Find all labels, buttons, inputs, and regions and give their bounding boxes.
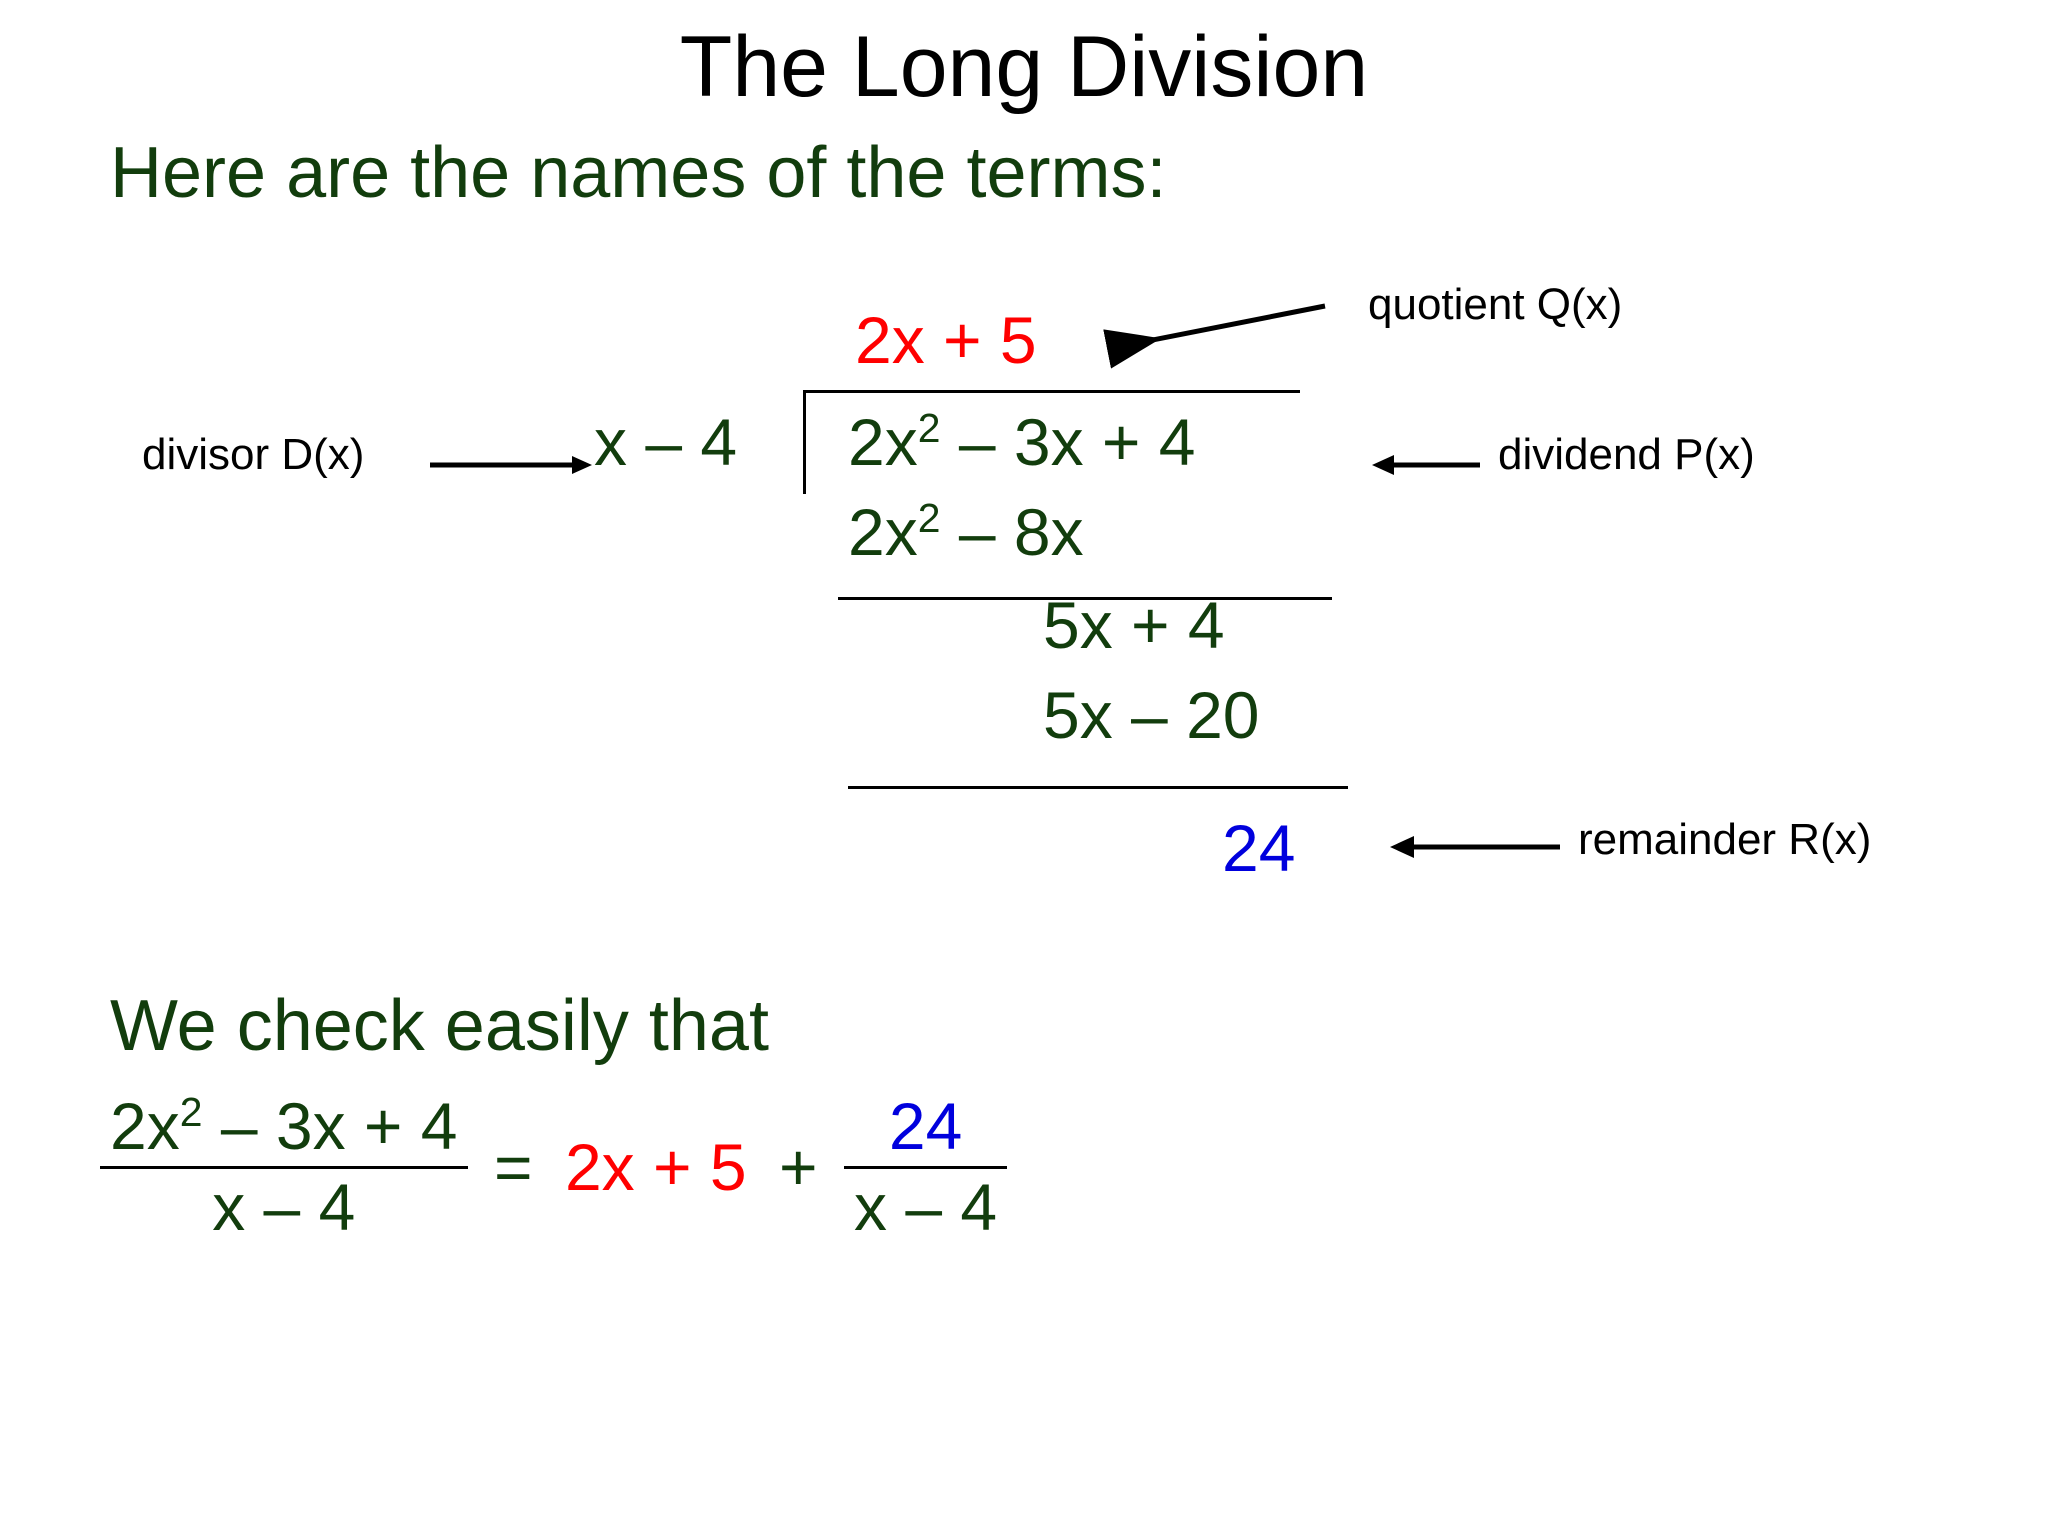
- division-bracket-vertical-line: [803, 390, 806, 494]
- subtraction-step-1-exponent: 2: [917, 495, 941, 541]
- equals-sign: =: [493, 1130, 533, 1205]
- partial-remainder-2: 5x – 20: [1043, 678, 1260, 752]
- lhs-numerator-exponent: 2: [179, 1089, 203, 1135]
- quotient-expression: 2x + 5: [855, 303, 1037, 377]
- divisor-annotation-label: divisor D(x): [142, 430, 365, 479]
- identity-quotient-term: 2x + 5: [564, 1130, 747, 1205]
- lhs-fraction-bar: [100, 1165, 468, 1169]
- subtraction-step-1: 2x2 – 8x: [848, 494, 1084, 570]
- division-rule-line-bottom: [848, 786, 1348, 789]
- dividend-annotation-label: dividend P(x): [1498, 430, 1755, 479]
- subtitle-text: Here are the names of the terms:: [110, 133, 1167, 213]
- remainder-annotation-label: remainder R(x): [1578, 815, 1872, 864]
- divisor-expression: x – 4: [594, 405, 738, 479]
- partial-remainder-1: 5x + 4: [1043, 588, 1225, 662]
- rhs-denominator: x – 4: [854, 1169, 998, 1244]
- verification-identity: 2x2 – 3x + 4 x – 4 = 2x + 5 + 24 x – 4: [100, 1089, 1008, 1245]
- rhs-fraction: 24 x – 4: [844, 1089, 1008, 1245]
- dividend-arrow-icon: [1372, 455, 1480, 475]
- lhs-numerator-remaining-terms: – 3x + 4: [202, 1089, 458, 1163]
- quotient-arrow-icon: [1103, 303, 1326, 369]
- rhs-numerator: 24: [888, 1089, 963, 1163]
- page-title: The Long Division: [679, 19, 1369, 115]
- lhs-numerator-coefficient: 2x: [110, 1089, 180, 1163]
- lhs-fraction: 2x2 – 3x + 4 x – 4: [100, 1089, 468, 1245]
- rhs-fraction-bar: [844, 1165, 1008, 1169]
- dividend-exponent: 2: [917, 405, 941, 451]
- plus-sign: +: [779, 1130, 818, 1205]
- remainder-arrow-icon: [1390, 836, 1560, 858]
- division-bracket-horizontal-line: [803, 390, 1300, 393]
- dividend-remaining-terms: – 3x + 4: [940, 405, 1196, 479]
- division-rule-line-middle: [838, 597, 1332, 600]
- dividend-expression: 2x2 – 3x + 4: [848, 404, 1196, 480]
- remainder-value: 24: [1222, 811, 1296, 885]
- divisor-arrow-icon: [430, 456, 592, 474]
- dividend-coefficient: 2x: [848, 405, 918, 479]
- quotient-annotation-label: quotient Q(x): [1368, 280, 1623, 329]
- subtraction-step-1-coefficient: 2x: [848, 495, 918, 569]
- check-statement-text: We check easily that: [110, 986, 769, 1066]
- lhs-denominator: x – 4: [212, 1169, 356, 1244]
- lhs-numerator: 2x2 – 3x + 4: [100, 1089, 468, 1164]
- subtraction-step-1-remaining-terms: – 8x: [940, 495, 1084, 569]
